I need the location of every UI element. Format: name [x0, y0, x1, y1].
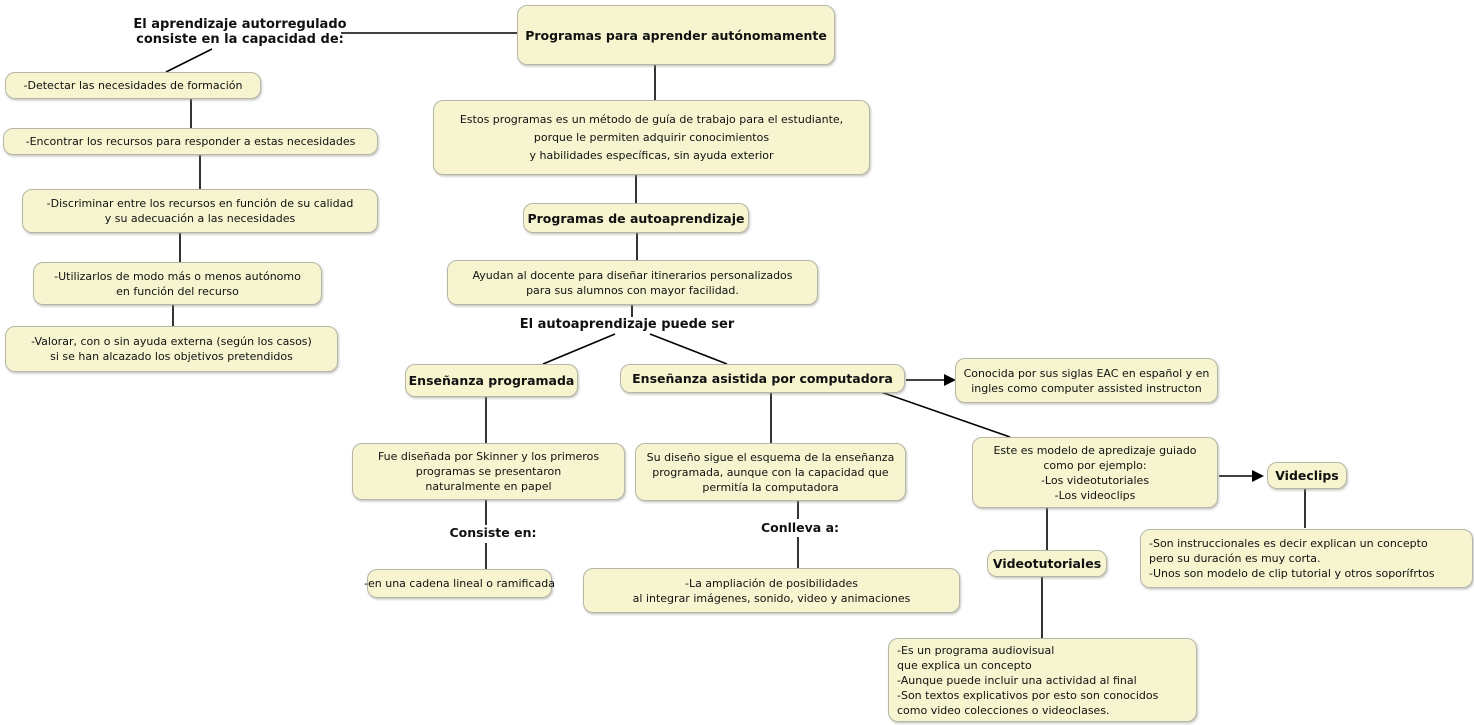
node-ayudan-al-docente[interactable]: Ayudan al docente para diseñar itinerari… — [447, 260, 818, 305]
node-programas-aprender-autonomamente[interactable]: Programas para aprender autónomamente — [517, 5, 835, 65]
node-ampliacion-posibilidades[interactable]: -La ampliación de posibilidades al integ… — [583, 568, 960, 613]
node-disenada-por-skinner[interactable]: Fue diseñada por Skinner y los primeros … — [352, 443, 625, 500]
node-videclips[interactable]: Videclips — [1267, 462, 1347, 489]
node-detectar-necesidades[interactable]: -Detectar las necesidades de formación — [5, 72, 261, 99]
connector — [165, 48, 213, 73]
node-programas-autoaprendizaje[interactable]: Programas de autoaprendizaje — [523, 203, 749, 233]
node-siglas-eac[interactable]: Conocida por sus siglas EAC en español y… — [955, 358, 1218, 403]
arrowhead-icon — [944, 374, 956, 386]
connector — [542, 333, 616, 365]
node-metodo-guia-trabajo[interactable]: Estos programas es un método de guía de … — [433, 100, 870, 175]
label-autoaprendizaje-puede-ser[interactable]: El autoaprendizaje puede ser — [519, 317, 735, 332]
node-programa-audiovisual[interactable]: -Es un programa audiovisual que explica … — [888, 638, 1197, 722]
node-utilizarlos-autonomo[interactable]: -Utilizarlos de modo más o menos autónom… — [33, 262, 322, 305]
label-conlleva-a[interactable]: Conlleva a: — [760, 520, 840, 535]
connector — [649, 333, 728, 365]
arrowhead-icon — [1252, 470, 1264, 482]
node-modelo-aprendizaje-guiado[interactable]: Este es modelo de apredizaje guiado como… — [972, 437, 1218, 508]
label-consiste-en[interactable]: Consiste en: — [449, 525, 537, 540]
node-son-instruccionales[interactable]: -Son instruccionales es decir explican u… — [1140, 529, 1473, 588]
label-aprendizaje-autorregulado[interactable]: El aprendizaje autorregulado consiste en… — [133, 17, 347, 47]
node-encontrar-recursos[interactable]: -Encontrar los recursos para responder a… — [3, 128, 378, 155]
node-discriminar-recursos[interactable]: -Discriminar entre los recursos en funci… — [22, 189, 378, 233]
connector — [877, 390, 1011, 438]
node-diseno-sigue-esquema[interactable]: Su diseño sigue el esquema de la enseñan… — [635, 443, 906, 501]
node-valorar-objetivos[interactable]: -Valorar, con o sin ayuda externa (según… — [5, 326, 338, 372]
node-ensenanza-programada[interactable]: Enseñanza programada — [405, 364, 578, 397]
node-ensenanza-asistida-computadora[interactable]: Enseñanza asistida por computadora — [620, 364, 905, 393]
node-videotutoriales[interactable]: Videotutoriales — [987, 550, 1107, 577]
node-cadena-lineal[interactable]: -en una cadena lineal o ramificada — [364, 569, 555, 598]
